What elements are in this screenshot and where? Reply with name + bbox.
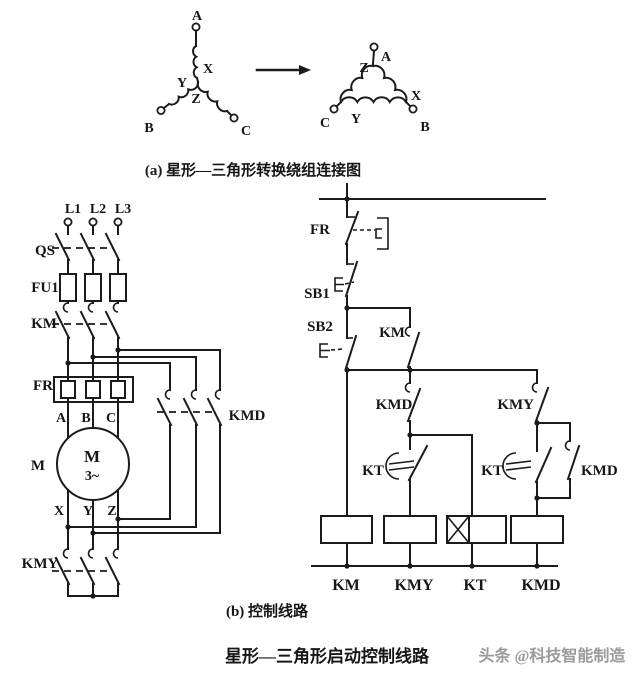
- delta-label-c: C: [320, 116, 330, 131]
- label-coil-km: KM: [332, 577, 360, 594]
- label-terminal-b: B: [81, 411, 90, 426]
- kmd-coil: [510, 515, 564, 544]
- star-label-a: A: [192, 9, 203, 24]
- label-motor-ref: M: [31, 458, 45, 474]
- winding-coil: [167, 80, 200, 106]
- arrow-right-icon: [255, 65, 311, 75]
- kmy-coil: [383, 515, 437, 544]
- label-kmy-main: KMY: [22, 556, 59, 572]
- label-terminal-x: X: [54, 504, 64, 519]
- delta-label-y: Y: [351, 112, 361, 127]
- kt-coil: [468, 515, 507, 544]
- terminal-a: [191, 22, 201, 32]
- pushbutton-actuator: [319, 343, 330, 358]
- label-sb2: SB2: [307, 319, 333, 335]
- label-coil-kt: KT: [463, 577, 486, 594]
- terminal-b: [156, 106, 166, 116]
- label-ctrl-fr: FR: [310, 222, 330, 238]
- star-label-z: Z: [191, 92, 200, 107]
- terminal-l1: [63, 217, 73, 227]
- kmd-delta-contacts: KMD: [156, 389, 266, 534]
- page-title: 星形—三角形启动控制线路: [225, 646, 430, 666]
- kt-delay-symbol: [385, 452, 400, 480]
- label-l3: L3: [115, 202, 131, 217]
- label-coil-kmd: KMD: [521, 577, 560, 594]
- winding-coil: [196, 80, 229, 113]
- km-coil: [320, 515, 373, 544]
- label-sb1: SB1: [304, 286, 330, 302]
- qs-switch: QS: [35, 232, 121, 262]
- winding-coil: [371, 64, 408, 104]
- label-qs: QS: [35, 243, 55, 259]
- label-terminal-z: Z: [107, 504, 116, 519]
- label-km: KM: [31, 316, 57, 332]
- kt-delay-symbol: [502, 452, 517, 480]
- terminal-b: [408, 104, 418, 114]
- watermark: 头条 @科技智能制造: [479, 646, 627, 665]
- winding-coil: [339, 96, 408, 104]
- terminal-c: [229, 113, 239, 123]
- km-coil-branch: [320, 369, 373, 567]
- label-kt-nc: KT: [362, 463, 384, 479]
- star-label-c: C: [241, 124, 251, 139]
- motor: M 3~ M: [31, 427, 130, 501]
- fu1-fuses: FU1: [31, 273, 127, 302]
- star-label-x: X: [203, 62, 213, 77]
- label-terminal-c: C: [106, 411, 116, 426]
- winding-coil: [339, 64, 375, 104]
- star-label-b: B: [144, 121, 153, 136]
- delta-label-b: B: [420, 120, 429, 135]
- label-l2: L2: [90, 202, 106, 217]
- terminal-l3: [113, 217, 123, 227]
- kmy-coil-branch: KMD KT: [362, 369, 437, 567]
- delta-connection: A Z X Y C B: [320, 42, 430, 135]
- label-kmy-nc: KMY: [497, 397, 534, 413]
- kt-coil-branch: [409, 434, 507, 567]
- fr-nc-contact: FR: [310, 198, 389, 265]
- label-kt-no: KT: [481, 463, 503, 479]
- caption-b: (b) 控制线路: [226, 602, 309, 620]
- pushbutton-actuator: [334, 277, 344, 292]
- kmd-coil-branch: KMY KT KMD: [481, 369, 618, 567]
- winding-connection-diagram: A X Y Z B C A Z X Y C B (: [144, 9, 429, 179]
- label-fu1: FU1: [31, 280, 59, 296]
- label-coil-kmy: KMY: [394, 577, 434, 594]
- motor-letter: M: [84, 447, 100, 466]
- winding-coil: [192, 44, 199, 80]
- kmy-star-contacts: KMY: [22, 548, 121, 599]
- terminal-c: [329, 104, 339, 114]
- fr-overload-relay: FR: [33, 376, 134, 403]
- delta-label-x: X: [411, 89, 421, 104]
- label-kmd-main: KMD: [229, 408, 266, 424]
- label-terminal-y: Y: [83, 504, 93, 519]
- caption-a: (a) 星形—三角形转换绕组连接图: [145, 161, 361, 179]
- terminal-l2: [88, 217, 98, 227]
- main-power-circuit: L1 L2 L3 QS FU1 KM: [22, 202, 266, 599]
- label-fr: FR: [33, 378, 53, 394]
- label-terminal-a: A: [56, 411, 67, 426]
- km-aux-contact: KM: [346, 307, 421, 371]
- label-km-aux: KM: [379, 325, 405, 341]
- km-main-contacts: KM: [31, 302, 121, 340]
- delta-label-z: Z: [359, 61, 368, 76]
- fr-trip-symbol: [377, 217, 389, 250]
- terminal-a: [369, 42, 379, 52]
- control-circuit: FR SB1 KM SB2: [304, 183, 618, 594]
- label-kmd-nc: KMD: [376, 397, 413, 413]
- delta-label-a: A: [381, 50, 392, 65]
- sb1-stop-button: SB1: [304, 260, 359, 309]
- label-l1: L1: [65, 202, 81, 217]
- label-kmd-no: KMD: [581, 463, 618, 479]
- motor-phases: 3~: [85, 469, 100, 484]
- star-connection: A X Y Z B C: [144, 9, 251, 139]
- sb2-start-button: SB2: [307, 307, 358, 371]
- star-label-y: Y: [177, 76, 187, 91]
